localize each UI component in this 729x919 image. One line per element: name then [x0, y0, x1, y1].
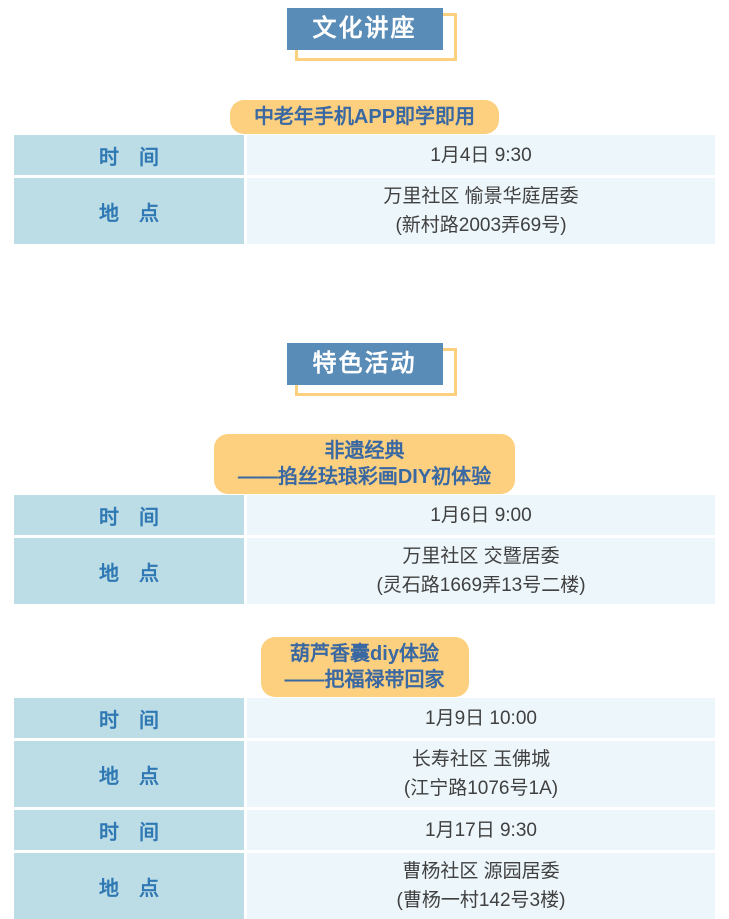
section-title-label: 文化讲座 [286, 8, 443, 50]
row-label: 时 间 [14, 698, 244, 738]
event-table: 时 间 1月4日 9:30 地 点 万里社区 愉景华庭居委 (新村路2003弄6… [14, 135, 715, 244]
badge-line: 葫芦香囊diy体验 [290, 643, 439, 665]
event-badge-gourd-sachet-diy: 葫芦香囊diy体验 ——把福禄带回家 [260, 637, 469, 697]
value-line: (江宁路1076号1A) [403, 778, 559, 799]
section-title-special-activities: 特色活动 [286, 343, 457, 396]
event-badge-row: 葫芦香囊diy体验 ——把福禄带回家 [0, 637, 729, 697]
row-value: 1月4日 9:30 [247, 135, 715, 175]
value-line: 1月9日 10:00 [425, 707, 537, 729]
value-line: 长寿社区 玉佛城 [411, 749, 551, 770]
value-line: 曹杨社区 源园居委 [402, 861, 560, 882]
badge-line: ——掐丝珐琅彩画DIY初体验 [237, 466, 492, 488]
table-row-place: 地 点 曹杨社区 源园居委 (曹杨一村142号3楼) [14, 853, 715, 919]
row-label: 地 点 [14, 741, 244, 807]
section-title-culture-lecture: 文化讲座 [286, 8, 457, 61]
value-line: 万里社区 愉景华庭居委 [383, 186, 579, 207]
value-line: (曹杨一村142号3楼) [396, 890, 566, 911]
row-label: 时 间 [14, 810, 244, 850]
section-title-label: 特色活动 [286, 343, 443, 385]
row-value: 1月17日 9:30 [247, 810, 715, 850]
row-value: 万里社区 愉景华庭居委 (新村路2003弄69号) [247, 178, 715, 244]
badge-line: ——把福禄带回家 [284, 669, 445, 691]
row-value: 1月6日 9:00 [247, 495, 715, 535]
event-badge-row: 中老年手机APP即学即用 [0, 100, 729, 134]
row-value: 1月9日 10:00 [247, 698, 715, 738]
event-badge-row: 非遗经典 ——掐丝珐琅彩画DIY初体验 [0, 434, 729, 494]
row-value: 曹杨社区 源园居委 (曹杨一村142号3楼) [247, 853, 715, 919]
table-row-time: 时 间 1月17日 9:30 [14, 810, 715, 850]
event-badge-cloisonne-diy: 非遗经典 ——掐丝珐琅彩画DIY初体验 [213, 434, 516, 494]
row-value: 长寿社区 玉佛城 (江宁路1076号1A) [247, 741, 715, 807]
value-line: 万里社区 交暨居委 [402, 546, 560, 567]
value-line: 1月6日 9:00 [430, 504, 532, 526]
value-line: 1月4日 9:30 [430, 144, 532, 166]
section-title-row: 特色活动 [0, 343, 729, 396]
section-title-row: 文化讲座 [0, 0, 729, 61]
row-label: 地 点 [14, 178, 244, 244]
event-badge-phone-app: 中老年手机APP即学即用 [229, 100, 500, 134]
row-label: 时 间 [14, 495, 244, 535]
table-row-time: 时 间 1月6日 9:00 [14, 495, 715, 535]
row-value: 万里社区 交暨居委 (灵石路1669弄13号二楼) [247, 538, 715, 604]
table-row-time: 时 间 1月9日 10:00 [14, 698, 715, 738]
value-line: 1月17日 9:30 [425, 819, 537, 841]
table-row-place: 地 点 万里社区 愉景华庭居委 (新村路2003弄69号) [14, 178, 715, 244]
table-row-time: 时 间 1月4日 9:30 [14, 135, 715, 175]
table-row-place: 地 点 万里社区 交暨居委 (灵石路1669弄13号二楼) [14, 538, 715, 604]
badge-line: 非遗经典 [324, 440, 405, 462]
row-label: 地 点 [14, 538, 244, 604]
value-line: (灵石路1669弄13号二楼) [376, 575, 586, 596]
event-table: 时 间 1月6日 9:00 地 点 万里社区 交暨居委 (灵石路1669弄13号… [14, 495, 715, 604]
badge-line: 中老年手机APP即学即用 [253, 106, 476, 128]
row-label: 地 点 [14, 853, 244, 919]
value-line: (新村路2003弄69号) [395, 215, 567, 236]
row-label: 时 间 [14, 135, 244, 175]
event-table: 时 间 1月9日 10:00 地 点 长寿社区 玉佛城 (江宁路1076号1A)… [14, 698, 715, 919]
table-row-place: 地 点 长寿社区 玉佛城 (江宁路1076号1A) [14, 741, 715, 807]
